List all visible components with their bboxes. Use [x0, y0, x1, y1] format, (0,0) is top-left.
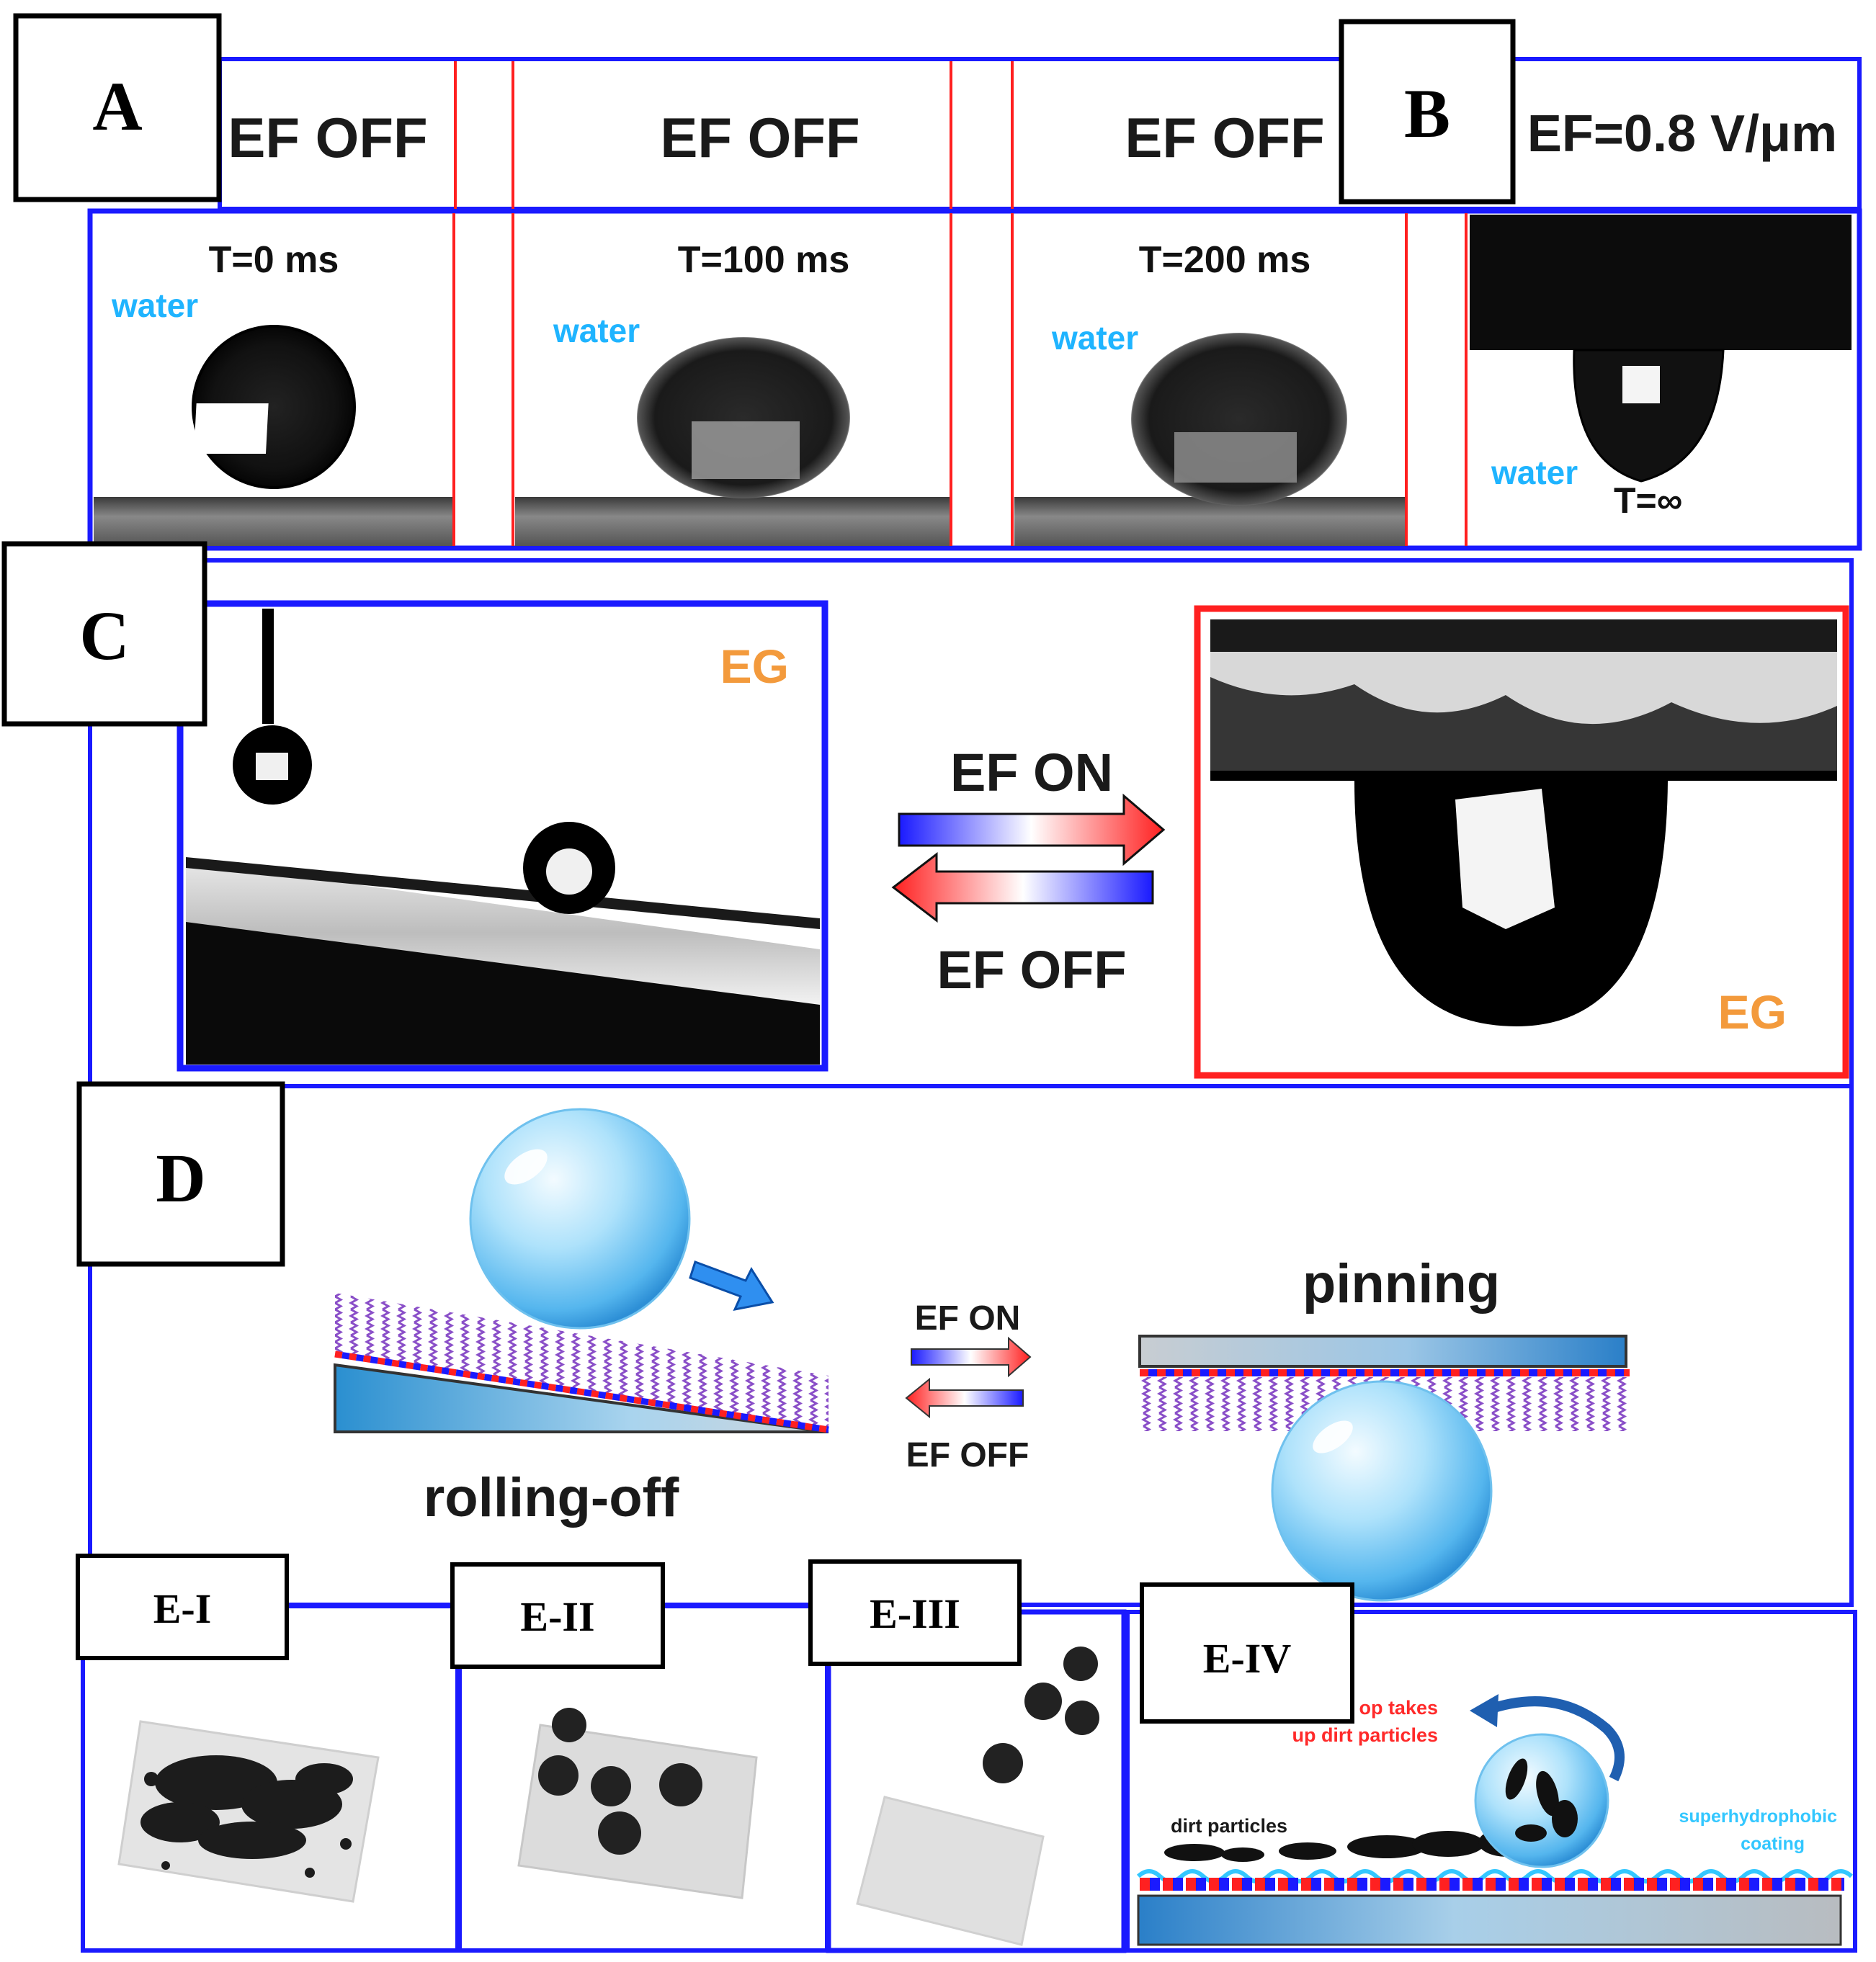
rolling-arrow-icon	[1483, 1696, 1625, 1782]
ef-off-arrow-icon	[891, 851, 1154, 923]
a-time-2: T=200 ms	[1139, 239, 1311, 281]
label-e1: E-I	[153, 1585, 212, 1632]
label-a: A	[92, 68, 142, 145]
label-e2-box	[450, 1562, 665, 1669]
d-arrow-on-label: EF ON	[915, 1299, 1021, 1338]
label-b-box	[1339, 19, 1516, 205]
b-header: EF=0.8 V/μm	[1527, 105, 1837, 163]
label-d-box	[76, 1081, 285, 1267]
ef-on-arrow-icon	[911, 1336, 1032, 1378]
d-rolling-scheme: rolling-off	[334, 1108, 829, 1528]
c-left-liquid: EG	[720, 640, 789, 693]
water-droplet-icon	[1573, 349, 1725, 483]
a-time-1: T=100 ms	[678, 239, 850, 281]
a-liquid-1: water	[553, 312, 640, 349]
b-frame: water T=∞	[1470, 215, 1852, 521]
label-b: B	[1404, 75, 1450, 152]
motion-arrow-icon	[689, 1260, 774, 1312]
d-arrow-off-label: EF OFF	[906, 1436, 1029, 1474]
label-e4-box	[1140, 1582, 1354, 1724]
label-a-box	[13, 13, 222, 202]
label-e1-box	[76, 1554, 289, 1660]
a-header-1: EF OFF	[660, 106, 859, 169]
c-arrows: EF ON EF OFF	[891, 743, 1166, 1000]
panel-c: EG EF ON EF OFF EG C	[1, 541, 1854, 1088]
b-time: T=∞	[1614, 480, 1682, 521]
a-liquid-0: water	[111, 287, 198, 324]
panel-e: op takes up dirt particles dirt particle…	[76, 1554, 1857, 1953]
ef-off-arrow-icon	[905, 1377, 1024, 1419]
label-e3: E-III	[870, 1590, 960, 1637]
d-left-caption: rolling-off	[424, 1467, 679, 1528]
c-right-image: EG	[1210, 619, 1837, 1039]
panel-d: rolling-off EF ON EF OFF pinning D	[76, 1081, 1854, 1607]
e3-image	[856, 1647, 1099, 1946]
label-e4: E-IV	[1203, 1635, 1292, 1682]
e4-coating-text-1: superhydrophobic	[1679, 1806, 1838, 1827]
b-liquid: water	[1491, 454, 1578, 491]
label-c: C	[79, 597, 129, 674]
ef-on-arrow-icon	[898, 793, 1166, 866]
e4-drop-text-2: up dirt particles	[1292, 1724, 1438, 1746]
a-header-2: EF OFF	[1125, 106, 1324, 169]
label-e3-box	[808, 1559, 1022, 1666]
a-liquid-2: water	[1051, 319, 1138, 357]
water-drop-icon	[1271, 1380, 1493, 1602]
d-arrows: EF ON EF OFF	[905, 1299, 1032, 1474]
e4-drop-text-1: op takes	[1359, 1697, 1438, 1719]
e4-image: op takes up dirt particles dirt particle…	[1136, 1694, 1854, 1946]
a-frame-0: T=0 ms water	[94, 239, 452, 546]
c-right-liquid: EG	[1718, 985, 1787, 1039]
panel-ab: EF OFF EF OFF EF OFF EF=0.8 V/μm T=0 ms …	[13, 13, 1862, 551]
c-arrow-off-label: EF OFF	[937, 940, 1126, 1000]
e2-image	[517, 1708, 758, 1899]
c-left-image: EG	[186, 609, 820, 1065]
e4-dirt-label: dirt particles	[1171, 1815, 1287, 1837]
label-c-box	[1, 541, 207, 727]
c-arrow-on-label: EF ON	[950, 743, 1113, 802]
e4-coating-text-2: coating	[1741, 1834, 1805, 1854]
ab-image-frame	[87, 208, 1862, 551]
a-time-0: T=0 ms	[209, 239, 339, 281]
d-pinning-scheme: pinning	[1138, 1253, 1630, 1602]
e1-image	[117, 1720, 380, 1903]
e4-frame	[1125, 1610, 1857, 1953]
a-frame-1: T=100 ms water	[515, 239, 950, 546]
ab-dividers	[452, 61, 1468, 546]
a-header-0: EF OFF	[228, 106, 427, 169]
a-frame-2: T=200 ms water	[1014, 239, 1405, 546]
label-d: D	[156, 1139, 205, 1217]
water-drop-icon	[469, 1108, 691, 1330]
d-right-caption: pinning	[1303, 1253, 1500, 1314]
label-e2: E-II	[520, 1593, 594, 1640]
